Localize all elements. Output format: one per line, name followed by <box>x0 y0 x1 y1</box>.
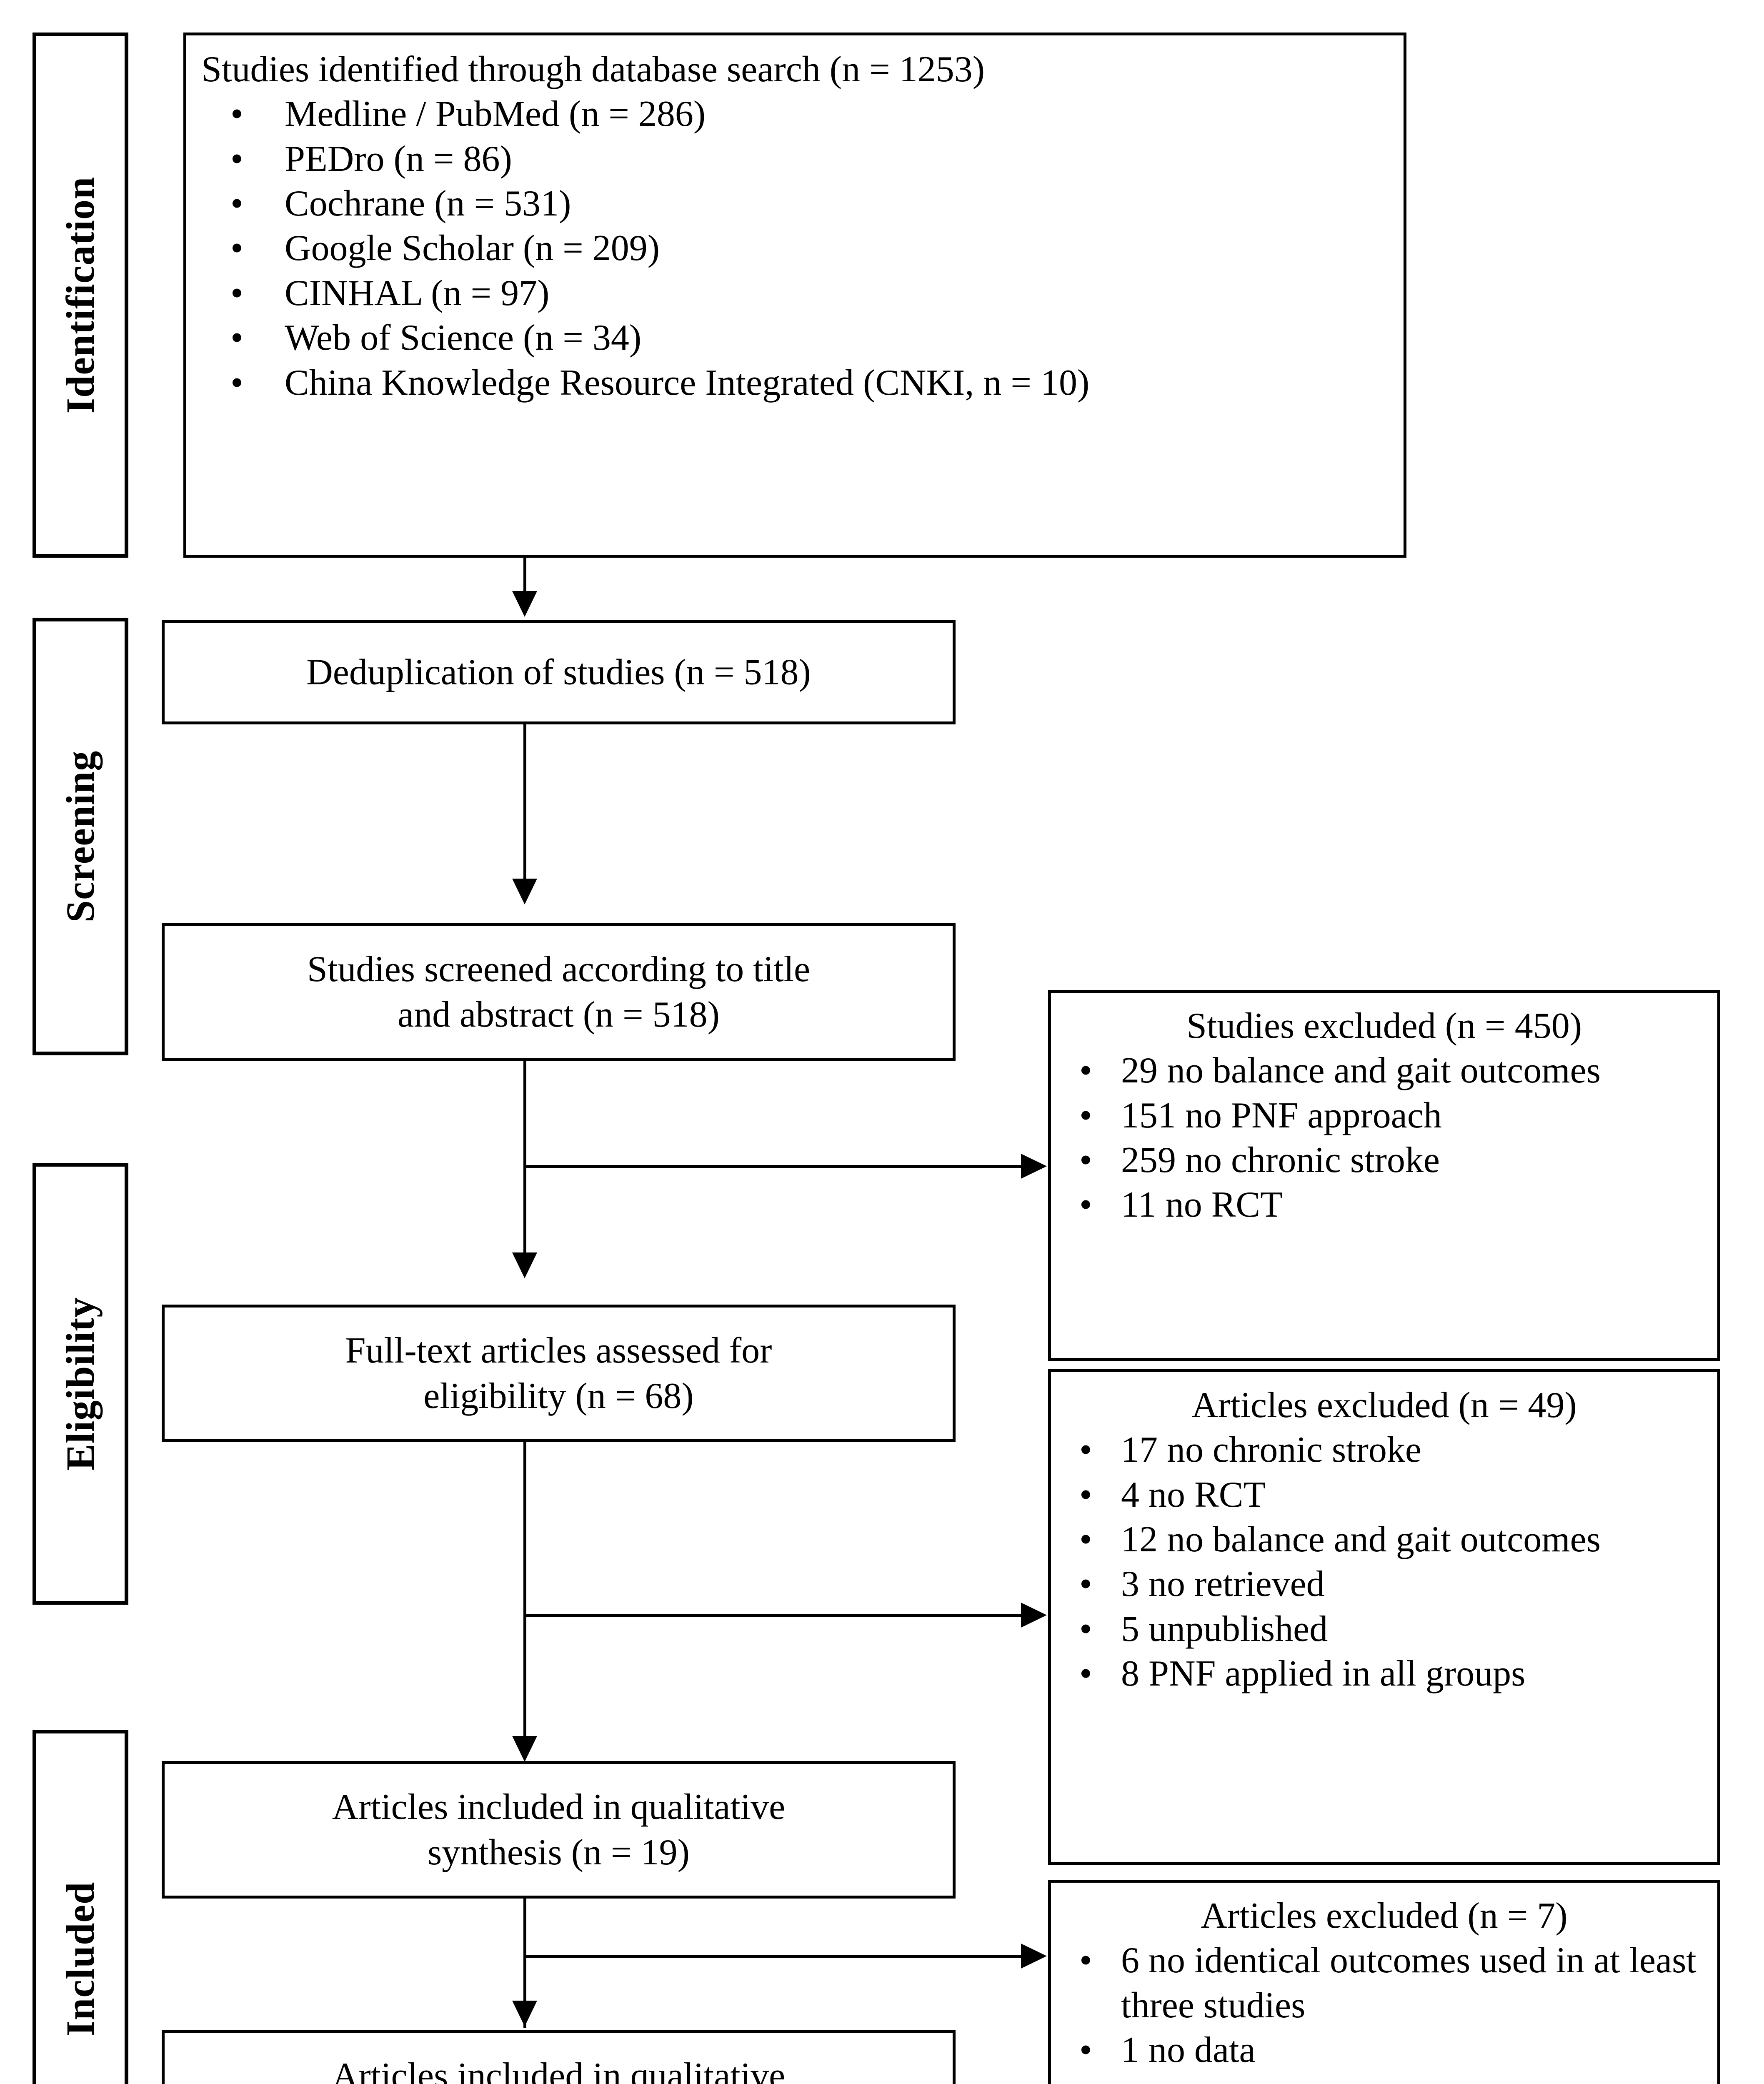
articles-excluded-49-heading: Articles excluded (n = 49) <box>1191 1385 1577 1425</box>
stage-label-eligibility: Eligibility <box>58 1297 103 1471</box>
qualitative-synthesis-line1: Articles included in qualitative <box>332 1786 786 1827</box>
list-item: Medline / PubMed (n = 286) <box>201 92 1395 137</box>
identification-content: Studies identified through database sear… <box>201 47 1395 405</box>
list-item: Google Scholar (n = 209) <box>201 226 1395 271</box>
list-item: 17 no chronic stroke <box>1059 1428 1709 1473</box>
fulltext-assessed-line2: eligibility (n = 68) <box>423 1376 694 1416</box>
articles-excluded-7-heading: Articles excluded (n = 7) <box>1201 1896 1568 1936</box>
stage-label-identification: Identification <box>58 176 103 414</box>
identification-box: Studies identified through database sear… <box>183 33 1406 558</box>
list-item: 5 unpublished <box>1059 1607 1709 1652</box>
fulltext-assessed-box: Full-text articles assessed for eligibil… <box>162 1305 956 1442</box>
connector-identification-to-dedup <box>523 558 526 612</box>
studies-screened-line1: Studies screened according to title <box>307 949 811 989</box>
list-item: 8 PNF applied in all groups <box>1059 1651 1709 1696</box>
arrow-down-icon <box>512 2001 537 2026</box>
list-item: Web of Science (n = 34) <box>201 316 1395 361</box>
list-item: 29 no balance and gait outcomes <box>1059 1048 1709 1093</box>
connector-qualitative-to-meta <box>523 1899 526 2028</box>
identification-heading: Studies identified through database sear… <box>201 49 985 90</box>
arrow-down-icon <box>512 1252 537 1278</box>
studies-screened-line2: and abstract (n = 518) <box>398 994 720 1035</box>
connector-screened-to-excluded <box>523 1165 1023 1168</box>
arrow-down-icon <box>512 1736 537 1762</box>
connector-qualitative-to-excluded <box>523 1955 1023 1958</box>
connector-fulltext-to-excluded <box>523 1614 1023 1617</box>
list-item: 6 no identical outcomes used in at least… <box>1059 1938 1709 2028</box>
articles-excluded-7-reason-list: 6 no identical outcomes used in at least… <box>1059 1938 1709 2072</box>
meta-analyses-text: Articles included in qualitative synthes… <box>165 2053 953 2084</box>
studies-screened-text: Studies screened according to title and … <box>165 947 953 1037</box>
arrow-right-icon <box>1021 1944 1047 1969</box>
connector-dedup-to-screened <box>523 724 526 899</box>
list-item: PEDro (n = 86) <box>201 137 1395 182</box>
studies-screened-box: Studies screened according to title and … <box>162 923 956 1061</box>
stage-box-identification: Identification <box>33 33 128 558</box>
articles-excluded-49-box: Articles excluded (n = 49) 17 no chronic… <box>1048 1369 1720 1865</box>
arrow-down-icon <box>512 879 537 904</box>
arrow-right-icon <box>1021 1603 1047 1628</box>
list-item: 3 no retrieved <box>1059 1562 1709 1607</box>
list-item: 11 no RCT <box>1059 1182 1709 1227</box>
list-item: China Knowledge Resource Integrated (CNK… <box>201 361 1395 406</box>
studies-excluded-box: Studies excluded (n = 450) 29 no balance… <box>1048 990 1720 1361</box>
list-item: Cochrane (n = 531) <box>201 181 1395 226</box>
list-item: 1 no data <box>1059 2028 1709 2073</box>
articles-excluded-49-content: Articles excluded (n = 49) 17 no chronic… <box>1059 1383 1709 1696</box>
meta-analyses-line1: Articles included in qualitative <box>332 2055 786 2084</box>
list-item: 12 no balance and gait outcomes <box>1059 1517 1709 1562</box>
deduplication-text: Deduplication of studies (n = 518) <box>306 652 811 693</box>
stage-label-included: Included <box>58 1881 103 2036</box>
meta-analyses-box: Articles included in qualitative synthes… <box>162 2030 956 2084</box>
fulltext-assessed-text: Full-text articles assessed for eligibil… <box>165 1328 953 1419</box>
qualitative-synthesis-box: Articles included in qualitative synthes… <box>162 1761 956 1899</box>
arrow-down-icon <box>512 591 537 617</box>
stage-box-eligibility: Eligibility <box>33 1163 128 1605</box>
list-item: 151 no PNF approach <box>1059 1093 1709 1138</box>
fulltext-assessed-line1: Full-text articles assessed for <box>345 1330 772 1371</box>
studies-excluded-content: Studies excluded (n = 450) 29 no balance… <box>1059 1004 1709 1227</box>
list-item: 4 no RCT <box>1059 1473 1709 1518</box>
identification-source-list: Medline / PubMed (n = 286) PEDro (n = 86… <box>201 92 1395 405</box>
stage-box-screening: Screening <box>33 618 128 1055</box>
stage-box-included: Included <box>33 1730 128 2084</box>
articles-excluded-7-content: Articles excluded (n = 7) 6 no identical… <box>1059 1894 1709 2073</box>
deduplication-box: Deduplication of studies (n = 518) <box>162 620 956 724</box>
qualitative-synthesis-text: Articles included in qualitative synthes… <box>165 1784 953 1875</box>
stage-label-screening: Screening <box>58 750 103 923</box>
articles-excluded-49-reason-list: 17 no chronic stroke 4 no RCT 12 no bala… <box>1059 1428 1709 1696</box>
list-item: 259 no chronic stroke <box>1059 1138 1709 1183</box>
connector-fulltext-to-qualitative <box>523 1442 526 1759</box>
articles-excluded-7-box: Articles excluded (n = 7) 6 no identical… <box>1048 1880 1720 2084</box>
list-item: CINHAL (n = 97) <box>201 271 1395 316</box>
qualitative-synthesis-line2: synthesis (n = 19) <box>428 1832 690 1873</box>
studies-excluded-reason-list: 29 no balance and gait outcomes 151 no P… <box>1059 1048 1709 1227</box>
studies-excluded-heading: Studies excluded (n = 450) <box>1186 1006 1582 1046</box>
arrow-right-icon <box>1021 1154 1047 1179</box>
